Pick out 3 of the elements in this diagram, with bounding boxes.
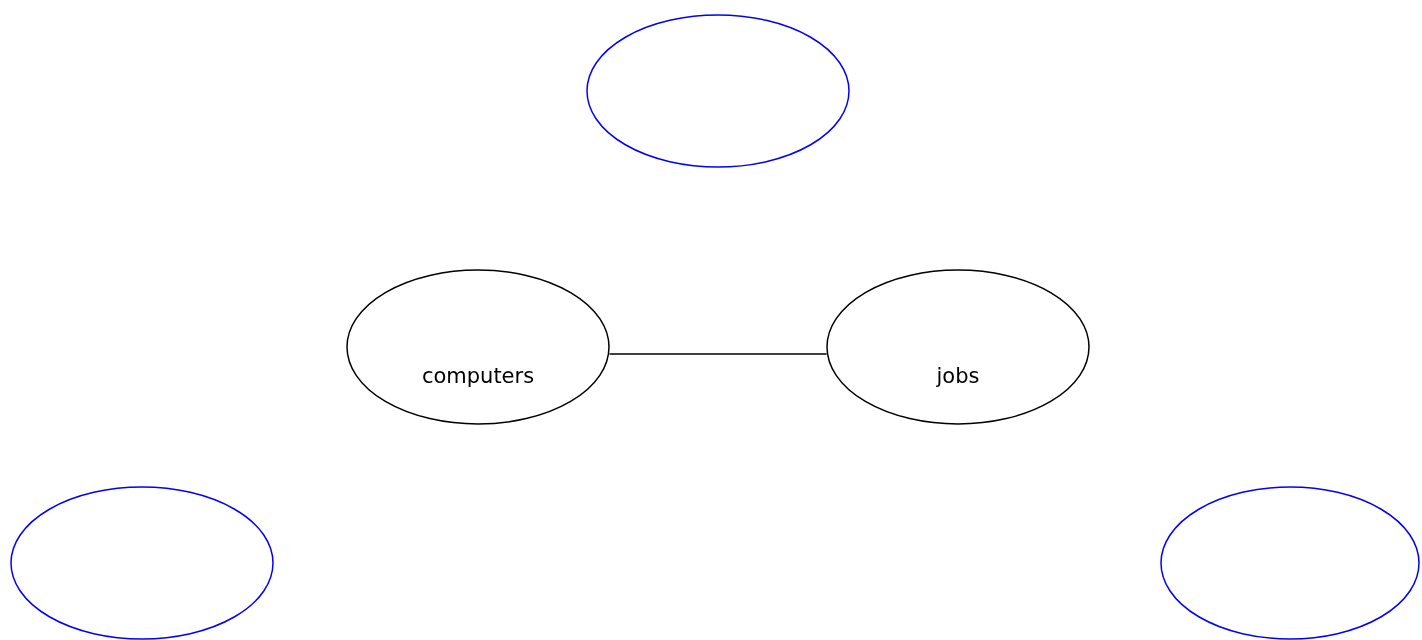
connector-line [608, 353, 828, 355]
node-label: computers [421, 364, 535, 388]
node-label: jobs [936, 364, 980, 388]
